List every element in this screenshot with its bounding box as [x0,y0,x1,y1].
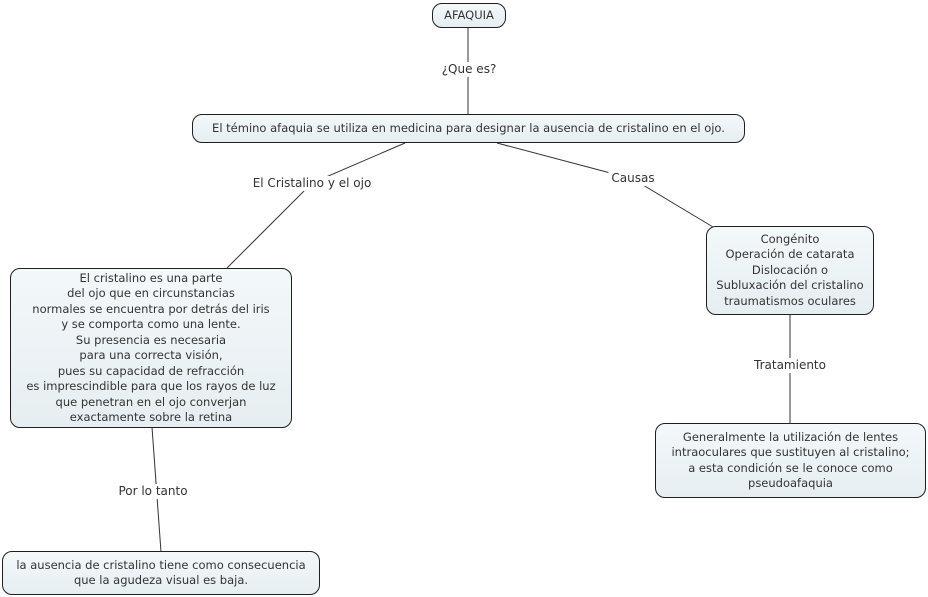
node-causas[interactable]: Congénito Operación de catarata Dislocac… [706,226,874,315]
link-label-que-es[interactable]: ¿Que es? [438,62,500,77]
node-consecuencia[interactable]: la ausencia de cristalino tiene como con… [2,551,320,595]
connector-definition-cristalino [226,142,406,269]
link-label-tratamiento[interactable]: Tratamiento [751,358,829,373]
link-label-cristalino-y-el-ojo[interactable]: El Cristalino y el ojo [249,176,375,191]
node-cristalino-y-ojo[interactable]: El cristalino es una parte del ojo que e… [10,268,292,428]
link-label-por-lo-tanto[interactable]: Por lo tanto [115,484,191,499]
node-tratamiento[interactable]: Generalmente la utilización de lentes in… [655,423,926,498]
connector-definition-causas [496,142,714,228]
link-label-causas[interactable]: Causas [608,171,658,186]
node-definition[interactable]: El témino afaquia se utiliza en medicina… [192,114,745,143]
node-afaquia[interactable]: AFAQUIA [432,3,506,28]
